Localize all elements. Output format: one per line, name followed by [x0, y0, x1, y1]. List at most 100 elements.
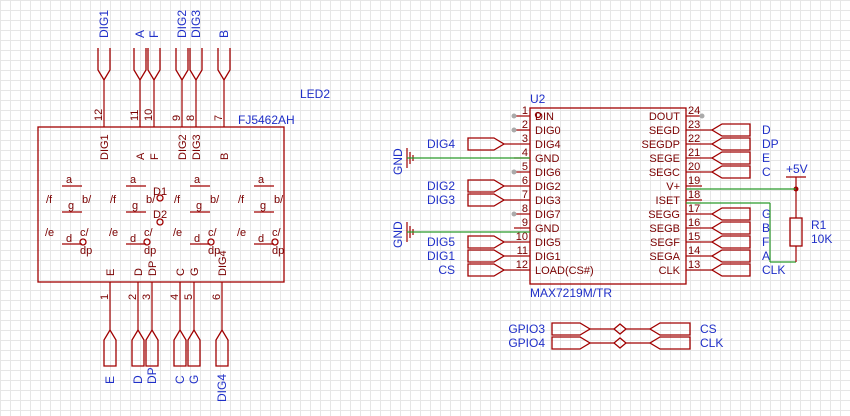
- net-label: DIG5: [427, 235, 455, 249]
- segment-dp-label: dp: [272, 245, 284, 257]
- led-bottom-pin-4[interactable]: C4C: [169, 268, 187, 384]
- resistor-r1[interactable]: R1 10K: [789, 217, 832, 262]
- resistor-value: 10K: [811, 232, 832, 246]
- pin-name: GND: [535, 223, 560, 235]
- segment-d-label: d: [130, 233, 136, 245]
- pin-name: GND: [535, 153, 560, 165]
- net-label: DIG3: [427, 193, 455, 207]
- pin-number: 5: [183, 294, 195, 300]
- net-label: A: [133, 30, 147, 38]
- segment-b-label: b/: [146, 194, 156, 206]
- segment-a-label: a: [258, 174, 265, 186]
- gnd-symbol-2[interactable]: GND: [391, 221, 530, 248]
- led-display-component[interactable]: LED2 FJ5462AH DIG112DIG1A11AF10FDIG29DIG…: [37, 10, 330, 402]
- pin-number: 22: [688, 133, 700, 145]
- led-bottom-pin-2[interactable]: D2D: [127, 268, 145, 384]
- ic-pin-19[interactable]: 19V+: [666, 175, 702, 193]
- pin-name: DIG2: [535, 181, 561, 193]
- pin-number: 21: [688, 147, 700, 159]
- segment-e-label: /e: [237, 227, 246, 239]
- net-flag: [189, 48, 203, 82]
- d2-dot: [156, 218, 164, 226]
- pin-name: DIG0: [535, 125, 561, 137]
- pin-number: 1: [522, 105, 528, 117]
- segment-d-label: d: [66, 233, 72, 245]
- segment-b-label: b/: [210, 194, 220, 206]
- segment-g-label: g: [260, 200, 266, 212]
- pin-name: D: [133, 268, 145, 276]
- segment-e-label: /e: [173, 227, 182, 239]
- segment-a-label: a: [66, 174, 73, 186]
- pin-name: DIG3: [535, 195, 561, 207]
- net-label: DIG2: [427, 179, 455, 193]
- pin-number: 7: [522, 189, 528, 201]
- pin-number: 2: [522, 119, 528, 131]
- pin-number: 7: [213, 115, 225, 121]
- pin-number: 23: [688, 119, 700, 131]
- led-bottom-pin-5[interactable]: G5G: [183, 267, 201, 384]
- pin-name: SEGG: [648, 209, 680, 221]
- pin-name: SEGDP: [641, 139, 680, 151]
- pin-number: 15: [688, 231, 700, 243]
- pin-number: 8: [185, 115, 197, 121]
- net-label: C: [173, 375, 187, 384]
- net-label: F: [147, 31, 161, 38]
- led-top-pin-7[interactable]: B7B: [213, 30, 231, 160]
- pin-name: DIG4: [535, 139, 561, 151]
- pin-name: A: [135, 152, 147, 160]
- pin-number: 1: [99, 294, 111, 300]
- segment-d-label: d: [258, 233, 264, 245]
- segment-e-label: /e: [45, 227, 54, 239]
- pin-name: SEGA: [649, 251, 680, 263]
- gnd-symbol-1[interactable]: GND: [391, 148, 530, 175]
- pin-number: 4: [169, 294, 181, 300]
- net-label: A: [762, 249, 770, 263]
- net-label: DIG4: [427, 137, 455, 151]
- net-label: DP: [762, 137, 779, 151]
- pin-number: 20: [688, 161, 700, 173]
- led-bottom-pin-1[interactable]: E1E: [99, 269, 117, 384]
- net-flag: [147, 48, 161, 82]
- power-net[interactable]: +5V: [686, 162, 808, 263]
- pin-number: 2: [127, 294, 139, 300]
- segment-a-label: a: [130, 174, 137, 186]
- segment-g-label: g: [132, 200, 138, 212]
- segment-d-label: d: [194, 233, 200, 245]
